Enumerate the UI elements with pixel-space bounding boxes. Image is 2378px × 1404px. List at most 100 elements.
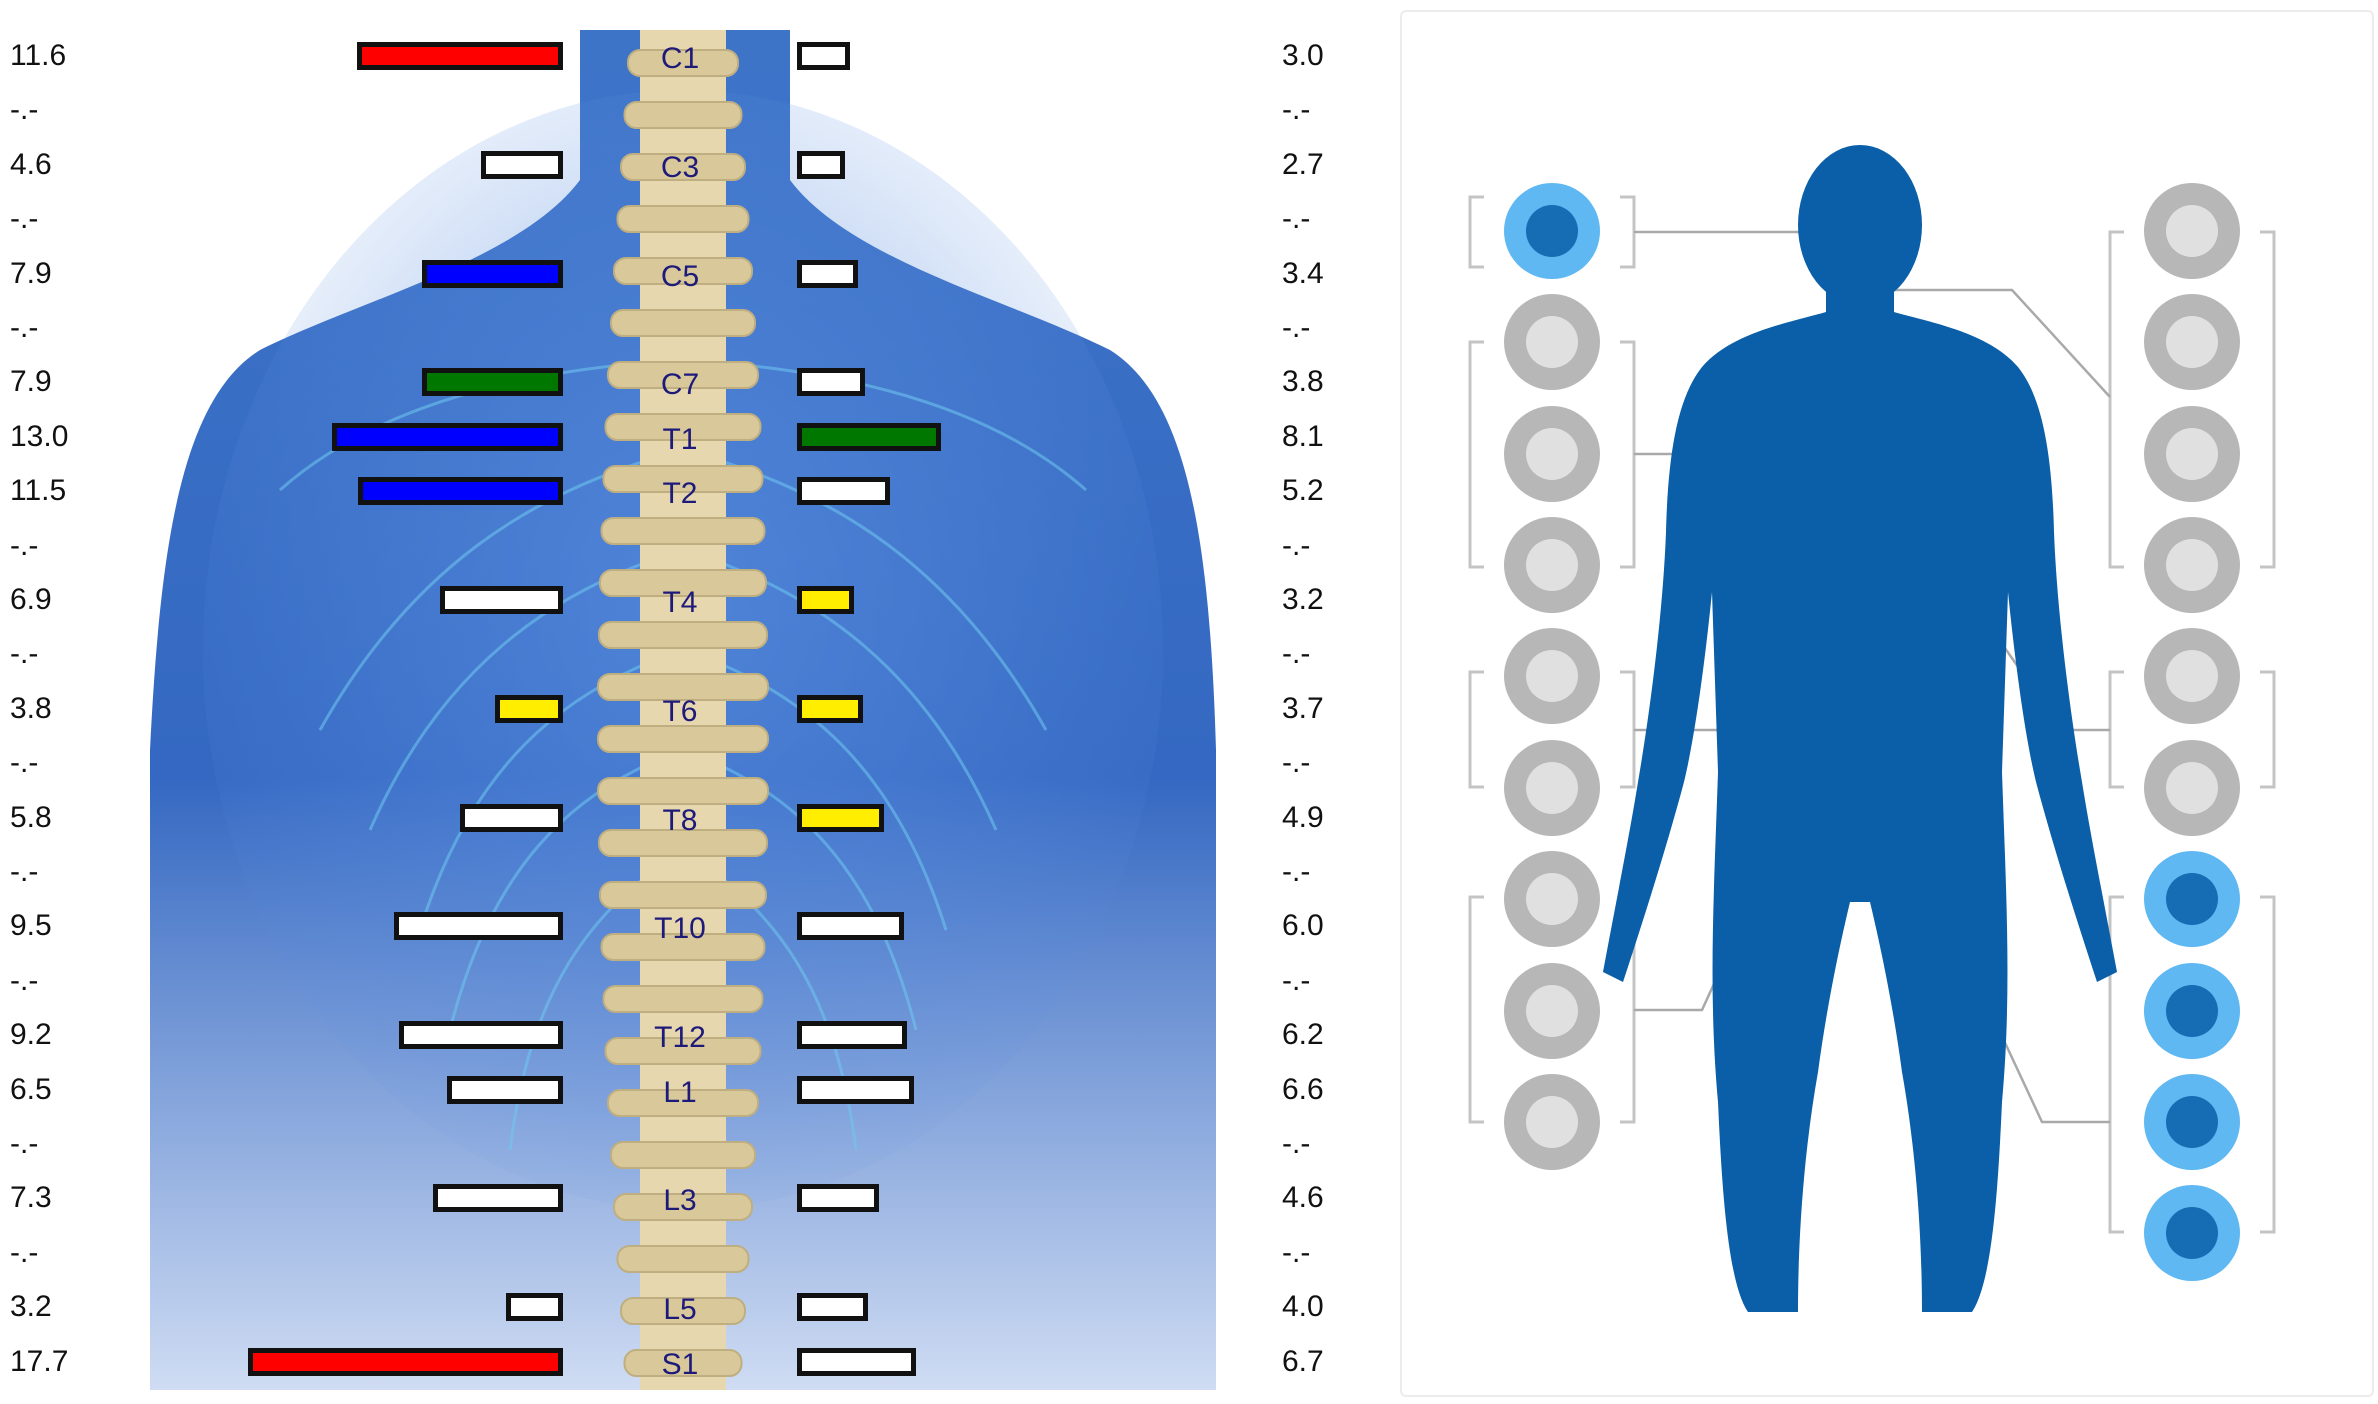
right-level-bar [797, 259, 858, 288]
segment-label: T12 [654, 1021, 706, 1055]
vertebra [604, 413, 762, 441]
right-value: -.- [1282, 746, 1311, 780]
kidneys-icon[interactable] [1504, 1074, 1600, 1170]
right-level-bar [797, 1293, 868, 1322]
upper-spine-icon[interactable] [1504, 406, 1600, 502]
right-value: 3.7 [1282, 691, 1324, 725]
vertebra [613, 257, 753, 285]
left-value: 3.8 [10, 691, 52, 725]
heart-icon[interactable] [2144, 628, 2240, 724]
segment-label: S1 [661, 1347, 699, 1381]
segment-label: T8 [662, 803, 698, 837]
vertebra [616, 1245, 750, 1273]
vertebra [599, 569, 767, 597]
right-level-bar [797, 912, 904, 941]
right-value: 2.7 [1282, 147, 1324, 181]
left-level-bar [506, 1293, 563, 1322]
lungs-icon[interactable] [2144, 740, 2240, 836]
nose-icon[interactable] [2144, 517, 2240, 613]
group-bracket [1468, 195, 1484, 269]
right-level-bar [797, 803, 884, 832]
vertebra [620, 1297, 746, 1325]
group-bracket [1468, 340, 1484, 569]
right-value: -.- [1282, 1235, 1311, 1269]
right-value: 3.8 [1282, 365, 1324, 399]
vertebra [613, 1193, 753, 1221]
segment-label: C7 [660, 368, 700, 402]
liver-icon[interactable] [1504, 963, 1600, 1059]
segment-label: T2 [662, 477, 698, 511]
vertebra [623, 101, 743, 129]
left-level-bar [248, 1347, 563, 1376]
vertebra [597, 725, 769, 753]
segment-label: T1 [662, 422, 698, 456]
group-bracket [1620, 340, 1636, 569]
right-level-bar [797, 694, 863, 723]
left-value: -.- [10, 311, 39, 344]
left-level-bar [394, 912, 563, 941]
vertebra [602, 985, 764, 1013]
colon-icon[interactable] [2144, 851, 2240, 947]
right-value: 8.1 [1282, 419, 1324, 453]
left-level-bar [433, 1184, 563, 1213]
human-body-silhouette [1603, 145, 2117, 1312]
segment-label: L5 [663, 1293, 697, 1327]
right-level-bar [797, 422, 941, 451]
bladder-icon[interactable] [2144, 963, 2240, 1059]
right-value: 3.4 [1282, 256, 1324, 290]
left-level-bar [495, 694, 563, 723]
left-value: 7.9 [10, 365, 52, 399]
right-level-bar [797, 150, 845, 179]
right-value: 6.7 [1282, 1344, 1324, 1378]
vertebra [604, 1037, 762, 1065]
segment-label: C3 [660, 150, 700, 184]
segment-label: L3 [663, 1184, 697, 1218]
head-throat-icon[interactable] [1504, 517, 1600, 613]
brain-icon[interactable] [1504, 183, 1600, 279]
vertebra [616, 205, 750, 233]
left-value: -.- [10, 528, 39, 562]
vertebra [599, 881, 767, 909]
left-level-bar [357, 42, 563, 70]
vertebra [600, 933, 766, 961]
body-map-svg [1468, 145, 2276, 1312]
vertebra [600, 517, 766, 545]
body-map-panel [1400, 10, 2374, 1397]
throat-tonsils-icon[interactable] [2144, 183, 2240, 279]
right-value: 4.0 [1282, 1290, 1324, 1324]
left-level-bar [481, 150, 563, 179]
group-bracket [2108, 230, 2124, 569]
leader-line [1860, 288, 2111, 398]
left-level-bar [447, 1075, 563, 1104]
left-value: 9.5 [10, 909, 52, 943]
right-value: -.- [1282, 528, 1311, 562]
vertebra [627, 49, 739, 77]
left-value: 6.5 [10, 1072, 52, 1106]
right-value: 3.2 [1282, 583, 1324, 616]
eye-icon[interactable] [2144, 294, 2240, 390]
right-value: 3.0 [1282, 39, 1324, 72]
gallbladder-icon[interactable] [2144, 1074, 2240, 1170]
intestine-icon[interactable] [1504, 851, 1600, 947]
stomach-icon[interactable] [1504, 628, 1600, 724]
right-value: -.- [1282, 637, 1311, 671]
left-value: -.- [10, 746, 39, 780]
segment-label: T10 [654, 912, 706, 946]
vertebra [610, 309, 756, 337]
group-bracket [2260, 670, 2276, 789]
pancreas-icon[interactable] [1504, 740, 1600, 836]
segment-label: C1 [660, 42, 700, 75]
segment-label: T6 [662, 694, 698, 728]
right-level-bar [797, 42, 850, 70]
vertebra [597, 673, 769, 701]
lower-spine-icon[interactable] [2144, 1185, 2240, 1281]
right-value: 6.6 [1282, 1072, 1324, 1106]
left-value: 9.2 [10, 1018, 52, 1052]
vertebra [602, 465, 764, 493]
left-value: 7.9 [10, 256, 52, 290]
ear-icon[interactable] [2144, 406, 2240, 502]
left-level-bar [440, 586, 563, 614]
thyroid-icon[interactable] [1504, 294, 1600, 390]
right-value: 5.2 [1282, 474, 1324, 508]
